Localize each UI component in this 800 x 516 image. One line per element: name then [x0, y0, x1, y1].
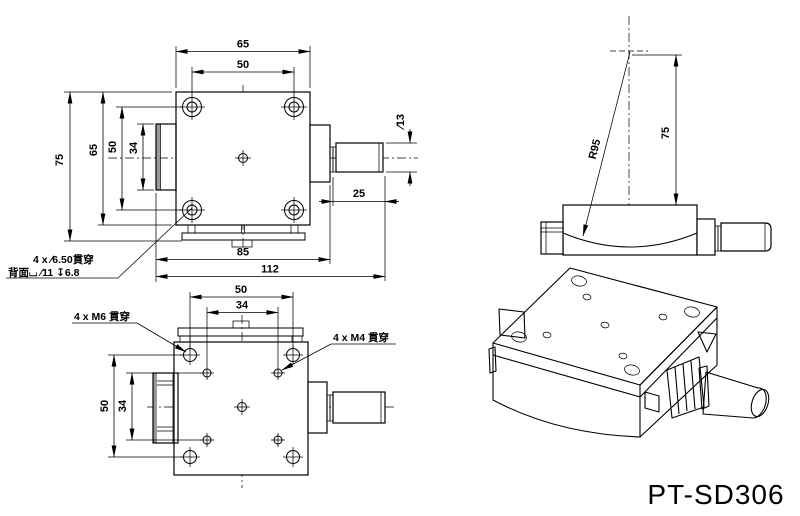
iso-holes	[511, 275, 700, 376]
callout-counterbore-line2: 背面⌴ ∕11 ↧6.8	[8, 266, 80, 279]
dim-plate-height: 65	[88, 144, 100, 156]
bottom-view-holes	[180, 345, 303, 467]
side-view-body	[540, 204, 772, 256]
bottom-view-dimensions: 50 34 50 34	[99, 284, 294, 458]
side-view: 75 R95	[540, 16, 772, 256]
iso-body	[488, 267, 770, 438]
dim-hole-span-y-m6: 50	[99, 400, 111, 412]
dim-hole-span-y-m4: 34	[117, 399, 129, 412]
callout-m6: 4 x M6 貫穿	[74, 310, 130, 323]
m4-callout: 4 x M4 貫穿	[281, 331, 396, 371]
dim-plate-width: 65	[237, 39, 249, 51]
dim-hole-span-y: 50	[107, 141, 119, 153]
isometric-view	[488, 267, 770, 438]
counterbore-callout: 4 x ∕6.50貫穿 背面⌴ ∕11 ↧6.8	[6, 207, 193, 279]
callout-m4: 4 x M4 貫穿	[333, 331, 389, 344]
bottom-view: 50 34 50 34 4 x M6 貫穿 4 x M4 貫穿	[72, 284, 397, 488]
top-view-body	[155, 91, 384, 248]
dim-overall-height: 75	[54, 154, 66, 166]
dim-pivot-height: 75	[660, 127, 672, 139]
m6-callout: 4 x M6 貫穿	[72, 310, 187, 353]
dim-knob-length: 25	[353, 188, 365, 200]
dim-hole-span-x-m6: 50	[235, 284, 247, 296]
top-view-dimensions: 65 50 75 65 50 34 ∕13 25 85 112	[54, 39, 417, 282]
top-view: 65 50 75 65 50 34 ∕13 25 85 112 4 x ∕6.5…	[6, 39, 418, 282]
dim-clamp-span: 34	[128, 141, 140, 154]
side-view-dimensions: 75 R95	[582, 51, 682, 237]
dim-hole-span-x-m4: 34	[236, 300, 249, 312]
dim-total-width: 112	[261, 264, 279, 276]
model-number: PT-SD306	[647, 479, 784, 510]
dim-hole-span-x: 50	[237, 59, 249, 71]
dim-arc-radius: R95	[587, 138, 604, 160]
dim-base-width: 85	[237, 247, 249, 259]
callout-counterbore-line1: 4 x ∕6.50貫穿	[33, 253, 94, 266]
top-view-holes	[179, 94, 307, 223]
dim-knob-diameter: ∕13	[395, 114, 407, 131]
